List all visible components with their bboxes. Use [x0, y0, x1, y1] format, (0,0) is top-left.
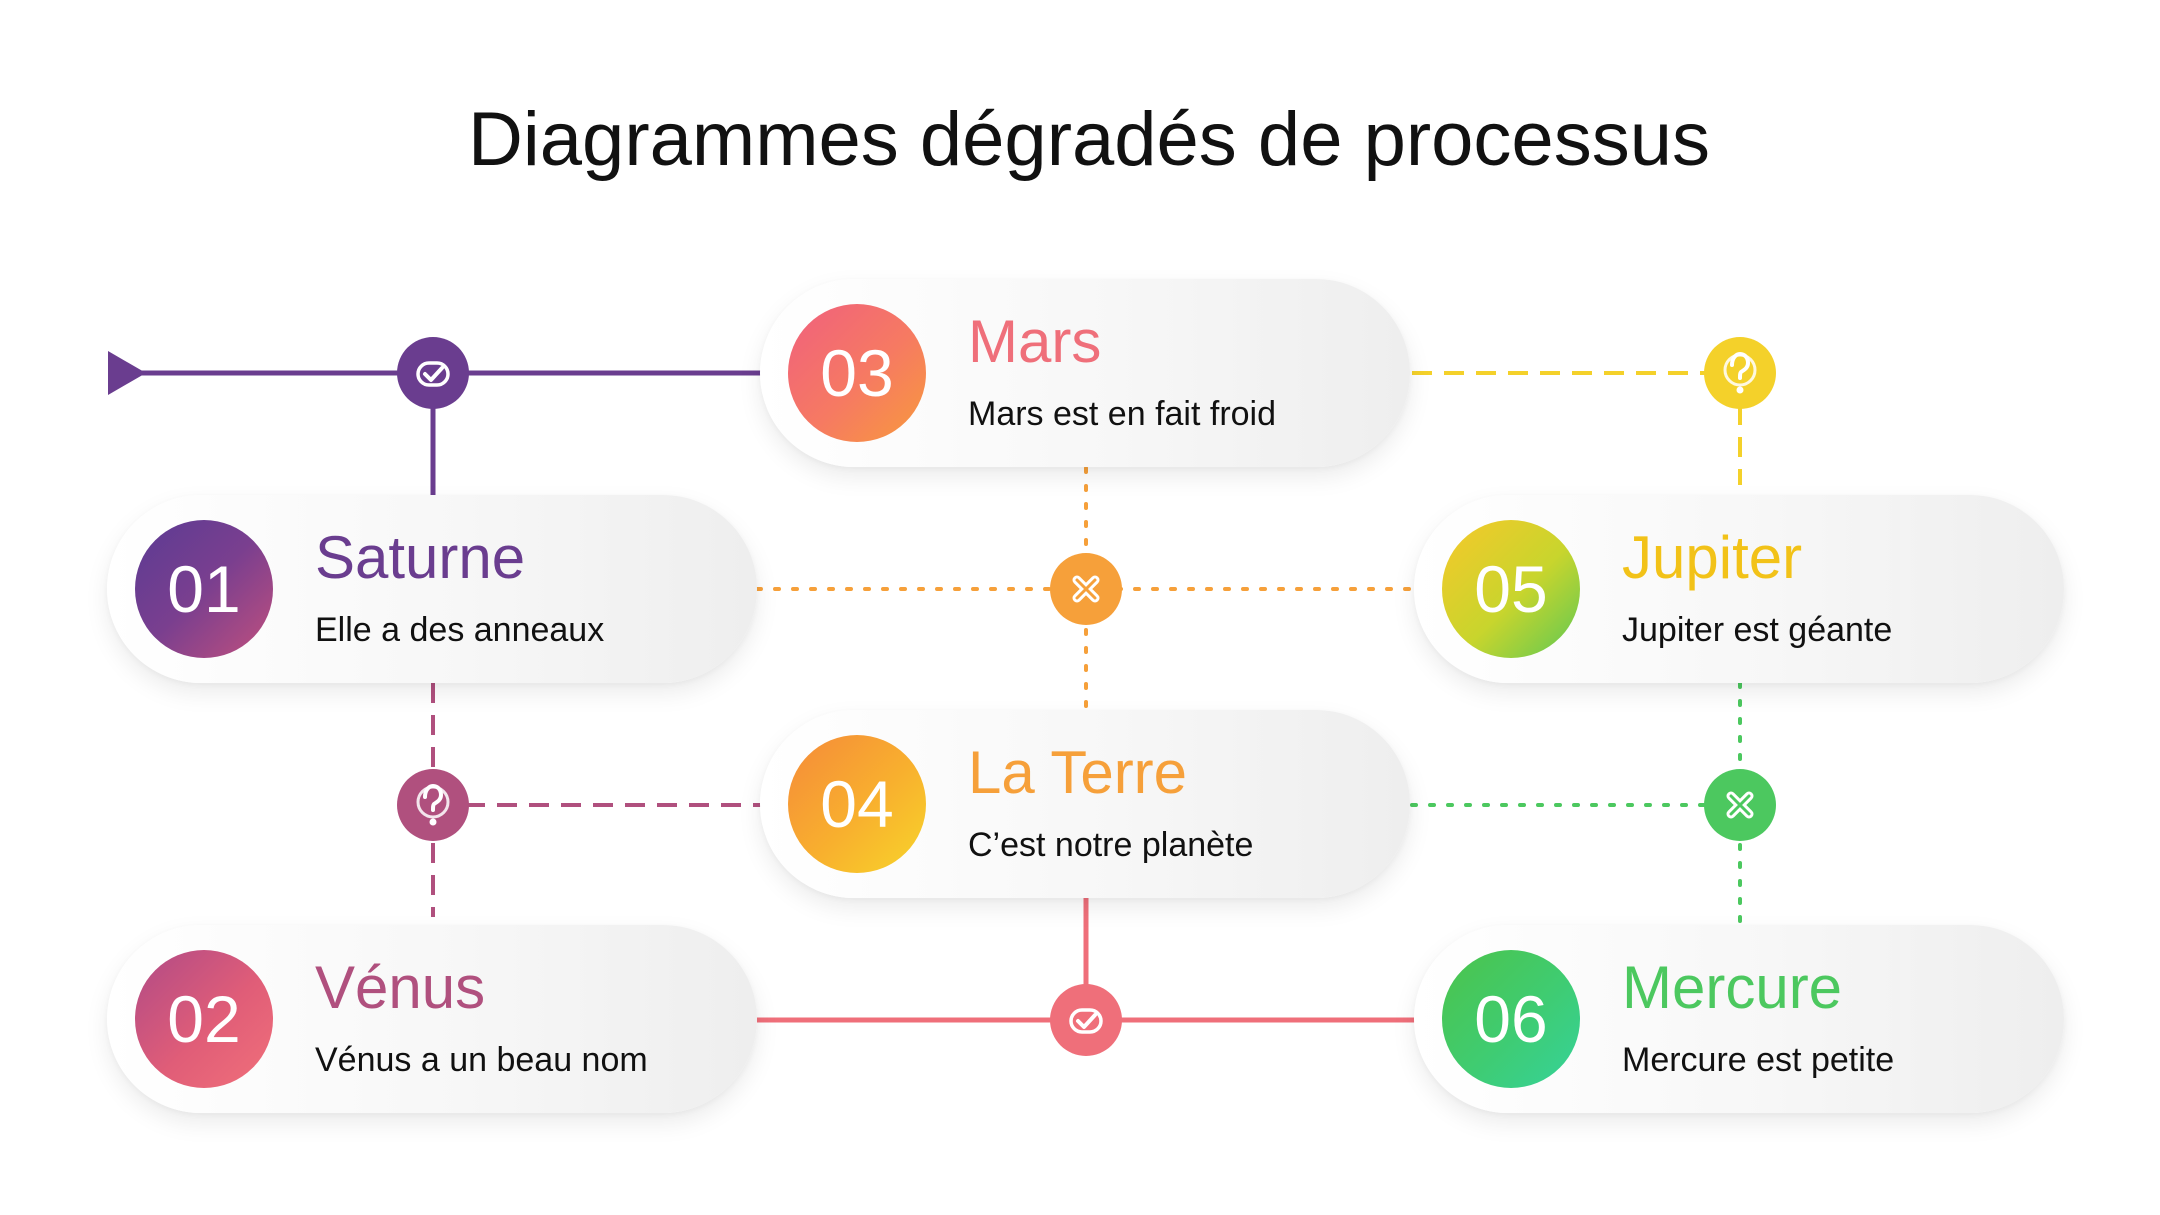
step-number-badge: 04	[788, 735, 926, 873]
junction-node-orange	[1050, 553, 1122, 625]
step-card-venus: 02 Vénus Vénus a un beau nom	[107, 925, 757, 1113]
step-number-badge: 05	[1442, 520, 1580, 658]
step-description: Jupiter est géante	[1622, 611, 1893, 649]
step-number-badge: 06	[1442, 950, 1580, 1088]
step-title: Vénus	[315, 954, 486, 1021]
junction-node-purple	[397, 337, 469, 409]
check-icon	[1069, 1008, 1103, 1034]
step-card-saturne: 01 Saturne Elle a des anneaux	[107, 495, 757, 683]
junction-node-mauve	[397, 769, 469, 841]
question-icon	[416, 783, 450, 826]
step-title: Saturne	[315, 524, 526, 591]
step-number-badge: 02	[135, 950, 273, 1088]
step-number-badge: 01	[135, 520, 273, 658]
step-card-la-terre: 04 La Terre C’est notre planète	[760, 710, 1410, 898]
step-description: Mars est en fait froid	[968, 395, 1277, 433]
close-icon	[1072, 575, 1100, 603]
junction-node-yellow	[1704, 337, 1776, 409]
junction-node-coral	[1050, 984, 1122, 1056]
step-number-badge: 03	[788, 304, 926, 442]
step-title: Mars	[968, 308, 1102, 375]
step-card-jupiter: 05 Jupiter Jupiter est géante	[1414, 495, 2064, 683]
junction-node-green	[1704, 769, 1776, 841]
page-title: Diagrammes dégradés de processus	[468, 97, 1710, 182]
step-title: Mercure	[1622, 954, 1843, 1021]
start-arrow-icon	[108, 351, 146, 395]
check-icon	[416, 361, 450, 387]
step-title: La Terre	[968, 739, 1188, 806]
step-description: Mercure est petite	[1622, 1041, 1895, 1079]
step-description: C’est notre planète	[968, 826, 1254, 864]
step-description: Vénus a un beau nom	[315, 1041, 648, 1079]
step-description: Elle a des anneaux	[315, 611, 605, 649]
step-title: Jupiter	[1622, 524, 1803, 591]
close-icon	[1726, 791, 1754, 819]
question-icon	[1723, 351, 1757, 394]
step-card-mercure: 06 Mercure Mercure est petite	[1414, 925, 2064, 1113]
step-card-mars: 03 Mars Mars est en fait froid	[760, 279, 1410, 467]
